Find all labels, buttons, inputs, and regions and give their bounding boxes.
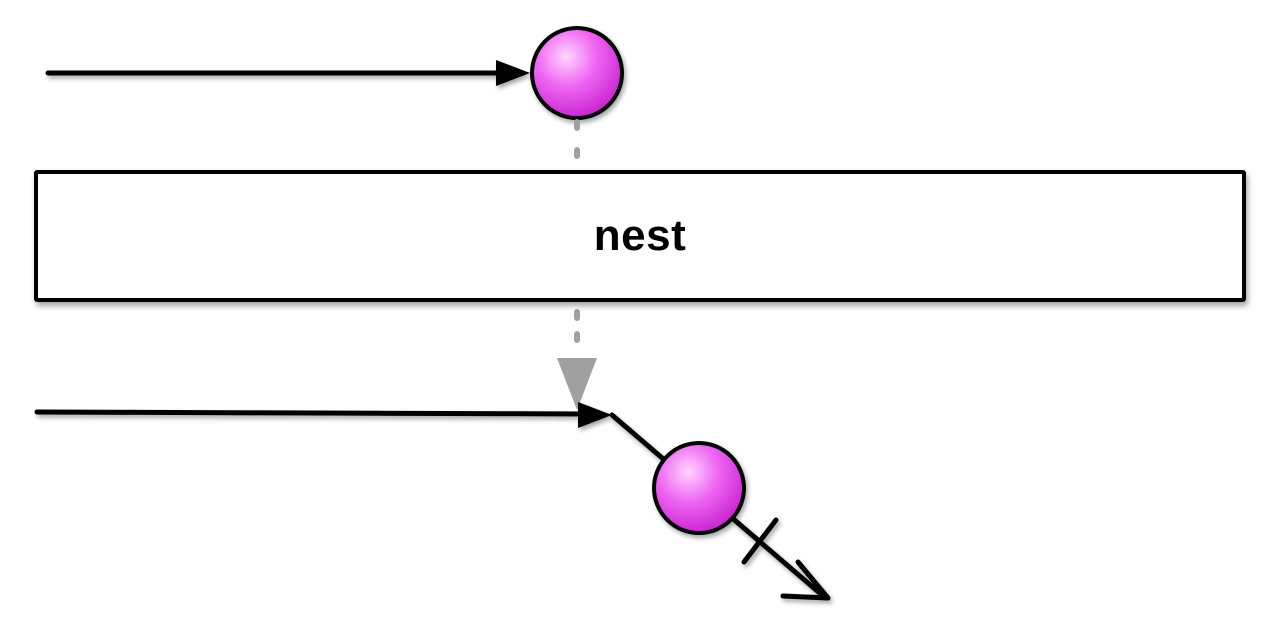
operator-label: nest (593, 211, 687, 260)
result-timeline-arrowhead (578, 402, 612, 428)
source-timeline (45, 26, 624, 120)
result-timeline (34, 402, 831, 601)
result-branch-arrowhead (780, 559, 831, 601)
result-marble (652, 441, 746, 535)
source-timeline-arrowhead (496, 60, 530, 86)
completion-marker (741, 517, 779, 565)
mapping-connector (557, 119, 597, 410)
mapping-arrowhead (557, 358, 597, 410)
source-marble (530, 26, 624, 120)
operator-box: nest (34, 170, 1246, 302)
result-timeline-line (34, 409, 589, 417)
